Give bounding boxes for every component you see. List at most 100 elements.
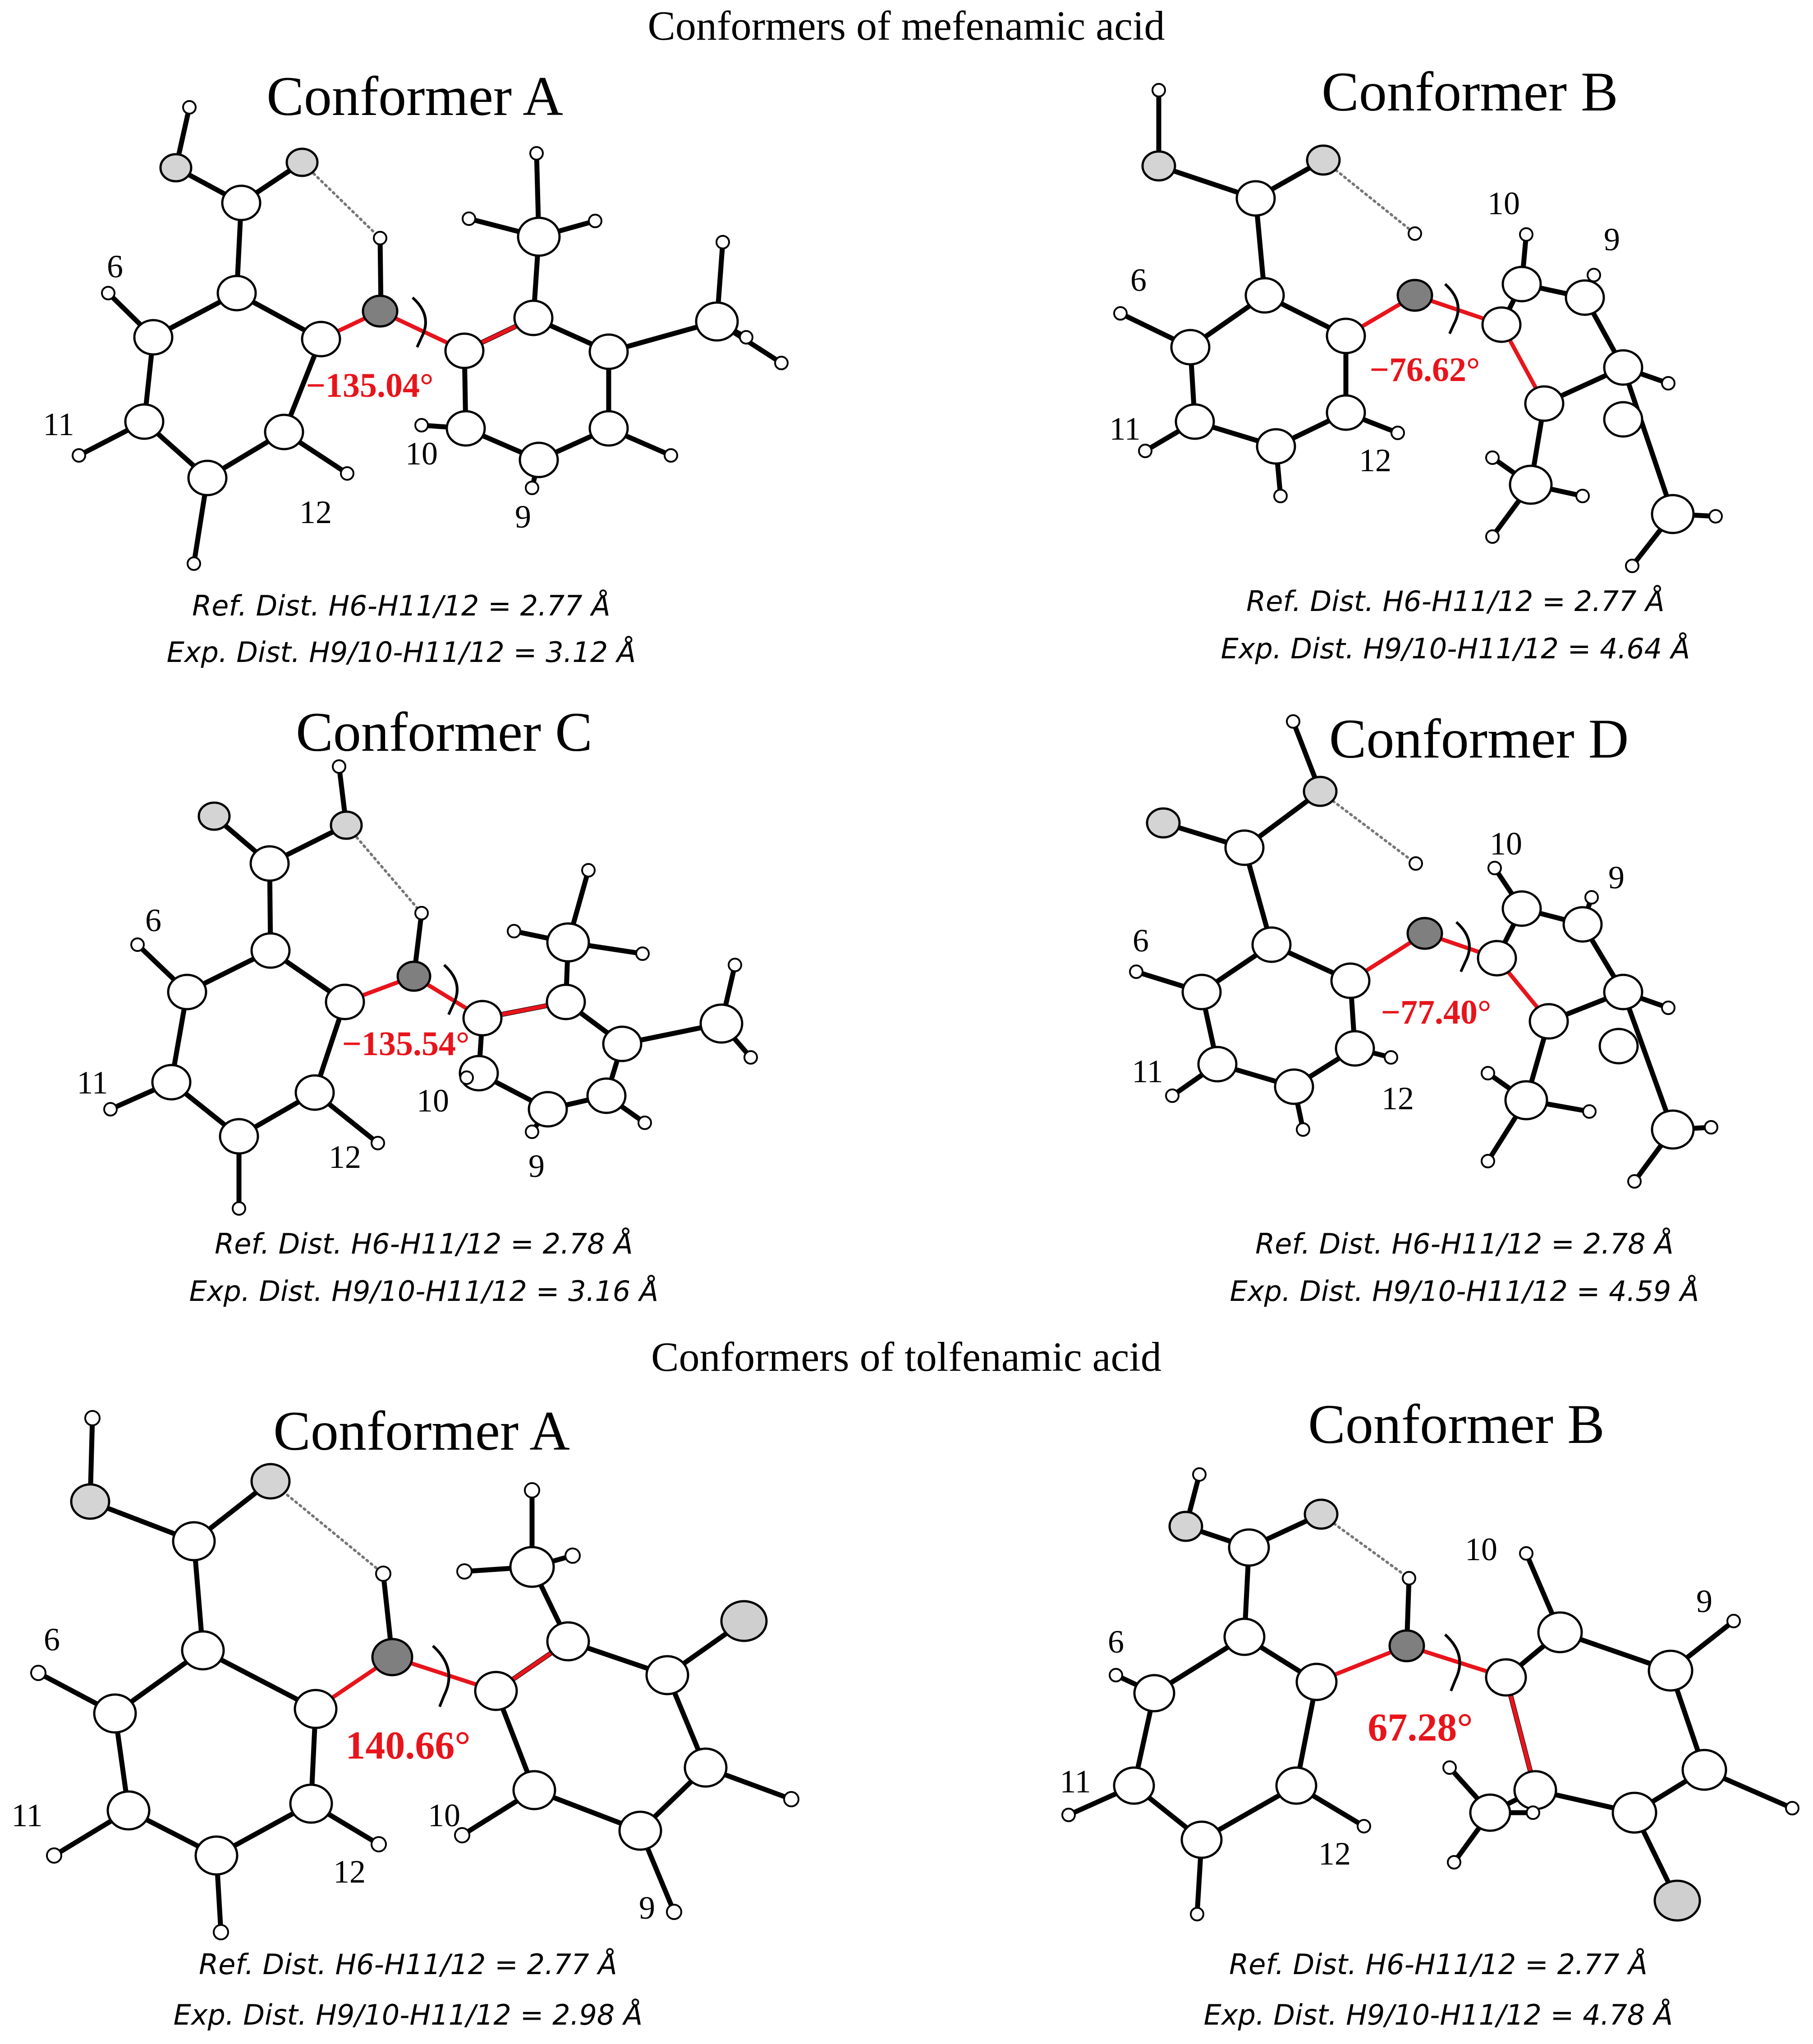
atom-label-h9: 9: [515, 499, 531, 535]
carbon-atom: [1651, 494, 1695, 534]
hydrogen-atom: [1661, 376, 1675, 390]
panel-mefenamic-conformer-a: Conformer A: [43, 65, 789, 669]
hydrogen-atom: [588, 214, 602, 228]
atom-label-h12: 12: [1359, 442, 1391, 478]
hydrogen-atom: [1625, 559, 1639, 573]
reference-distance: Ref. Dist. H6-H11/12 = 2.78 Å: [1255, 1227, 1674, 1260]
carbon-atom: [1170, 329, 1211, 366]
hydrogen-atom: [507, 924, 521, 938]
carbon-atom: [264, 413, 304, 450]
carbon-atom: [181, 1630, 225, 1671]
carbon-atom: [1133, 1674, 1175, 1713]
hydrogen-atom: [332, 759, 346, 774]
carbon-atom: [301, 321, 341, 358]
hydrogen-atom: [565, 1548, 581, 1564]
hydrogen-atom: [638, 1116, 652, 1130]
carbon-atom: [1537, 1611, 1583, 1654]
oxygen-atom: [1168, 1511, 1203, 1542]
atom-label-h11: 11: [11, 1797, 42, 1833]
atom-label-h11: 11: [1109, 411, 1140, 447]
carbon-atom: [474, 1671, 518, 1711]
carbon-atom: [618, 1810, 662, 1851]
nitrogen-atom: [1406, 917, 1443, 950]
carbon-atom: [1235, 180, 1276, 217]
hydrogen-atom: [666, 1904, 682, 1920]
torsion-arrow-icon: [1444, 1633, 1461, 1692]
hydrogen-atom: [1519, 1546, 1533, 1561]
atom-label-h11: 11: [43, 406, 74, 442]
atom-label-h9: 9: [1604, 221, 1620, 257]
hydrogen-atom: [1481, 1154, 1495, 1168]
conformer-title: Conformer A: [266, 65, 563, 127]
carbon-atom: [133, 319, 174, 356]
experimental-distance: Exp. Dist. H9/10-H11/12 = 2.98 Å: [174, 1998, 643, 2031]
hydrogen-atom: [774, 356, 789, 370]
hydrogen-atom: [371, 1136, 385, 1150]
atom-label-h12: 12: [1318, 1836, 1351, 1872]
carbon-atom: [1251, 926, 1292, 963]
carbon-atom: [1326, 317, 1366, 354]
carbon-atom: [167, 974, 207, 1011]
carbon-atom: [528, 1091, 568, 1128]
carbon-atom: [294, 1074, 335, 1111]
hydrogen-atom: [1627, 1174, 1642, 1189]
hydrogen-atom: [1587, 268, 1601, 282]
carbon-atom: [187, 459, 228, 496]
hydrogen-atom: [783, 1791, 799, 1807]
conformer-title: Conformer D: [1329, 708, 1629, 770]
hydrogen-atom: [524, 1482, 540, 1498]
atom-label-h10: 10: [417, 1083, 449, 1119]
oxygen-atom: [250, 1463, 291, 1500]
hydrogen-atom: [716, 235, 730, 249]
hydrogen-atom: [1519, 227, 1533, 242]
oxygen-atom: [1303, 776, 1338, 807]
atom-label-h10: 10: [428, 1797, 460, 1833]
molecule-tolfenamic-a: [30, 1410, 799, 1940]
hydrogen-atom: [72, 448, 86, 463]
carbon-atom: [1509, 464, 1553, 505]
chlorine-atom: [720, 1600, 768, 1642]
carbon-atom: [1469, 1793, 1511, 1832]
atom-label-h6: 6: [107, 248, 123, 285]
hydrogen-atom: [1785, 1801, 1799, 1815]
hydrogen-atom: [1061, 1808, 1076, 1822]
carbon-atom: [1477, 940, 1517, 977]
hydrogen-atom: [371, 1836, 387, 1852]
atom-label-h12: 12: [1382, 1080, 1414, 1116]
hydrogen-bond-dotted: [1319, 790, 1417, 865]
hydrogen-atom: [232, 1201, 246, 1216]
oxygen-atom: [1141, 150, 1176, 182]
carbon-atom: [93, 1693, 137, 1734]
carbon-atom: [1603, 401, 1643, 438]
carbon-atom: [1274, 1068, 1314, 1105]
carbon-atom: [1524, 385, 1565, 422]
carbon-atom: [509, 1546, 555, 1588]
molecule-tolfenamic-b: [1061, 1467, 1799, 1922]
atom-label-h9: 9: [639, 1890, 655, 1926]
carbon-atom: [194, 1835, 239, 1876]
carbon-atom: [1603, 974, 1643, 1011]
carbon-atom: [1648, 1649, 1694, 1692]
carbon-atom: [124, 403, 165, 440]
torsion-arrow-icon: [1455, 921, 1471, 973]
carbon-atom: [1504, 1080, 1548, 1121]
hydrogen-atom: [744, 1050, 758, 1065]
carbon-atom: [546, 1621, 590, 1662]
atom-label-h12: 12: [333, 1854, 366, 1890]
carbon-atom: [249, 845, 290, 882]
carbon-atom: [588, 333, 629, 370]
reference-distance: Ref. Dist. H6-H11/12 = 2.77 Å: [192, 589, 610, 622]
atom-label-h12: 12: [299, 494, 332, 530]
torsion-arrow-icon: [412, 296, 427, 348]
hydrogen-atom: [1113, 306, 1128, 321]
carbon-atom: [1113, 1766, 1155, 1805]
nitrogen-atom: [1388, 1629, 1425, 1663]
oxygen-atom: [330, 810, 363, 840]
hydrogen-atom: [664, 448, 678, 463]
carbon-atom: [1181, 974, 1222, 1011]
hydrogen-atom: [84, 1410, 101, 1426]
carbon-atom: [1335, 1030, 1375, 1067]
hydrogen-bond-dotted: [301, 161, 381, 239]
oxygen-atom: [197, 801, 231, 831]
carbon-atom: [1175, 403, 1215, 440]
